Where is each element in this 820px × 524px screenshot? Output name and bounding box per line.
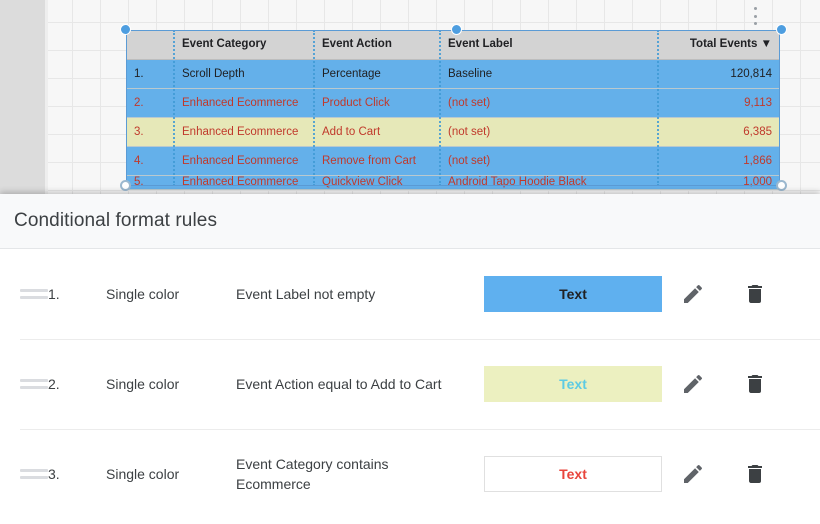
rule-type: Single color (106, 376, 180, 392)
cell-total-events: 1,866 (658, 146, 780, 176)
column-header-event-label[interactable]: Event Label (440, 30, 658, 60)
edit-rule-button[interactable] (662, 282, 724, 306)
rule-preview-swatch[interactable]: Text (484, 366, 662, 402)
dialog-title: Conditional format rules (14, 210, 218, 231)
dot (753, 22, 757, 25)
pencil-icon (684, 284, 703, 303)
cell-event-category: Enhanced Ecommerce (174, 88, 314, 118)
more-vert-icon[interactable] (748, 5, 762, 27)
drag-handle-icon[interactable] (20, 379, 48, 389)
cell-event-action: Percentage (314, 59, 440, 89)
table-body: 1. Scroll Depth Percentage Baseline 120,… (126, 59, 780, 190)
column-header-total-events-label: Total Events (689, 38, 758, 51)
selected-table-object[interactable]: Event Category Event Action Event Label … (120, 24, 787, 191)
cell-total-events: 6,385 (658, 117, 780, 147)
rule-preview-swatch[interactable]: Text (484, 276, 662, 312)
rule-row[interactable]: 2. Single color Event Action equal to Ad… (0, 339, 820, 429)
cell-event-action: Product Click (314, 88, 440, 118)
cell-event-category: Enhanced Ecommerce (174, 117, 314, 147)
column-header-index[interactable] (126, 30, 174, 60)
pencil-icon (684, 374, 703, 393)
rule-row[interactable]: 1. Single color Event Label not empty Te… (0, 249, 820, 339)
resize-handle-bottom-left[interactable] (120, 180, 131, 191)
rule-type: Single color (106, 286, 180, 302)
cell-event-action: Quickview Click (314, 175, 440, 190)
rule-number: 3. (48, 466, 60, 482)
table-row[interactable]: 1. Scroll Depth Percentage Baseline 120,… (126, 59, 780, 89)
cell-event-label: (not set) (440, 88, 658, 118)
column-divider[interactable] (657, 30, 659, 186)
rule-number: 2. (48, 376, 60, 392)
column-header-total-events[interactable]: Total Events ▼ (658, 30, 780, 60)
dialog-header: Conditional format rules (0, 194, 820, 249)
pencil-icon (684, 464, 703, 483)
dot (753, 7, 757, 10)
rule-row[interactable]: 3. Single color Event Category contains … (0, 429, 820, 519)
report-table: Event Category Event Action Event Label … (126, 30, 780, 190)
cell-total-events: 120,814 (658, 59, 780, 89)
resize-handle-top-right[interactable] (776, 24, 787, 35)
left-rail (0, 0, 45, 194)
table-row[interactable]: 4. Enhanced Ecommerce Remove from Cart (… (126, 146, 780, 176)
table-header-row: Event Category Event Action Event Label … (126, 30, 780, 60)
table-header: Event Category Event Action Event Label … (126, 30, 780, 60)
rule-condition: Event Category contains Ecommerce (236, 456, 389, 492)
resize-handle-top-left[interactable] (120, 24, 131, 35)
cell-event-action: Add to Cart (314, 117, 440, 147)
resize-handle-bottom-right[interactable] (776, 180, 787, 191)
edit-rule-button[interactable] (662, 462, 724, 486)
column-divider[interactable] (439, 30, 441, 186)
cell-index: 2. (126, 88, 174, 118)
delete-rule-button[interactable] (724, 282, 786, 306)
rule-condition: Event Label not empty (236, 286, 376, 302)
cell-index: 1. (126, 59, 174, 89)
cell-event-label: (not set) (440, 117, 658, 147)
resize-handle-top-center[interactable] (451, 24, 462, 35)
cell-event-label: (not set) (440, 146, 658, 176)
sort-desc-icon[interactable]: ▼ (760, 38, 772, 51)
rule-preview-swatch[interactable]: Text (484, 456, 662, 492)
trash-icon (748, 465, 762, 483)
rail-edge (45, 0, 48, 194)
table-row[interactable]: 3. Enhanced Ecommerce Add to Cart (not s… (126, 117, 780, 147)
delete-rule-button[interactable] (724, 462, 786, 486)
delete-rule-button[interactable] (724, 372, 786, 396)
drag-handle-icon[interactable] (20, 469, 48, 479)
cell-index: 4. (126, 146, 174, 176)
table-row[interactable]: 5. Enhanced Ecommerce Quickview Click An… (126, 175, 780, 190)
cell-event-label: Baseline (440, 59, 658, 89)
cell-event-category: Enhanced Ecommerce (174, 175, 314, 190)
cell-event-category: Scroll Depth (174, 59, 314, 89)
cell-event-action: Remove from Cart (314, 146, 440, 176)
conditional-format-rules-dialog: Conditional format rules 1. Single color… (0, 194, 820, 524)
cell-index: 5. (126, 175, 174, 190)
rule-number: 1. (48, 286, 60, 302)
edit-rule-button[interactable] (662, 372, 724, 396)
drag-handle-icon[interactable] (20, 289, 48, 299)
cell-index: 3. (126, 117, 174, 147)
cell-event-category: Enhanced Ecommerce (174, 146, 314, 176)
cell-event-label: Android Tapo Hoodie Black (440, 175, 658, 190)
column-header-event-action[interactable]: Event Action (314, 30, 440, 60)
dot (753, 14, 757, 18)
cell-total-events: 9,113 (658, 88, 780, 118)
column-header-event-category[interactable]: Event Category (174, 30, 314, 60)
cell-total-events: 1,000 (658, 175, 780, 190)
column-divider[interactable] (313, 30, 315, 186)
rules-list: 1. Single color Event Label not empty Te… (0, 249, 820, 519)
trash-icon (748, 285, 762, 303)
table-row[interactable]: 2. Enhanced Ecommerce Product Click (not… (126, 88, 780, 118)
rule-condition: Event Action equal to Add to Cart (236, 376, 442, 392)
rule-type: Single color (106, 466, 180, 482)
trash-icon (748, 375, 762, 393)
column-divider[interactable] (173, 30, 175, 186)
